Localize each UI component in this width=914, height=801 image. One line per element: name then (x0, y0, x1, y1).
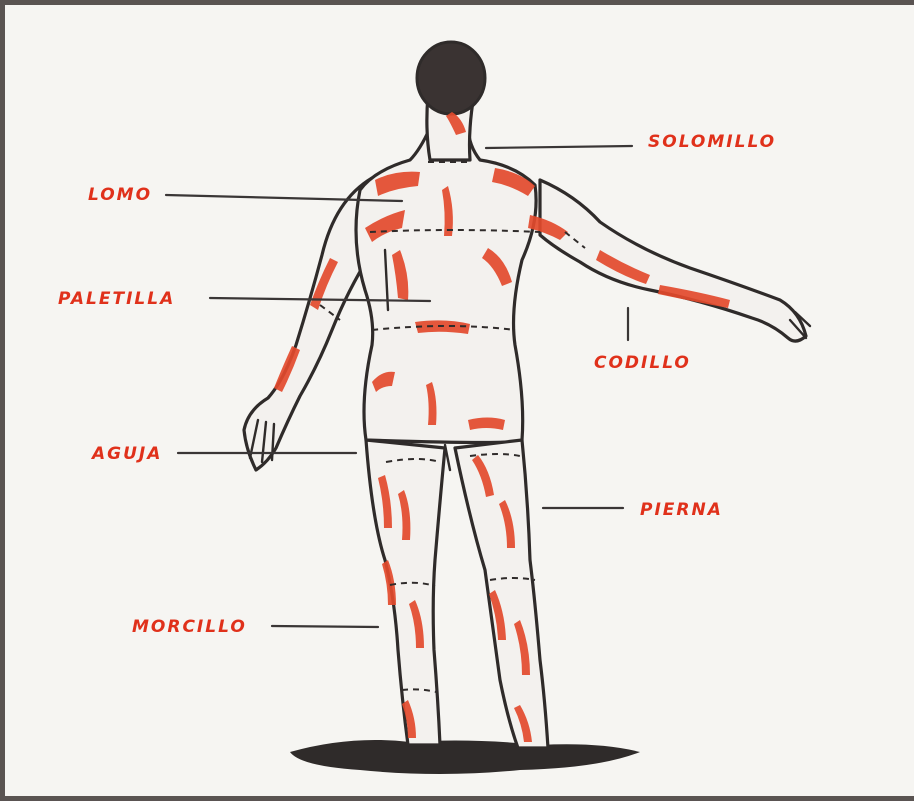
label-aguja: AGUJA (90, 444, 162, 464)
ground-shadow (290, 740, 640, 774)
label-codillo: CODILLO (594, 353, 691, 373)
label-solomillo: SOLOMILLO (648, 132, 776, 152)
solomillo-leader (486, 146, 632, 148)
label-morcillo: MORCILLO (132, 617, 247, 637)
label-lomo: LOMO (88, 185, 152, 205)
label-pierna: PIERNA (640, 500, 723, 520)
label-paletilla: PALETILLA (58, 289, 175, 309)
morcillo-leader (272, 626, 378, 627)
